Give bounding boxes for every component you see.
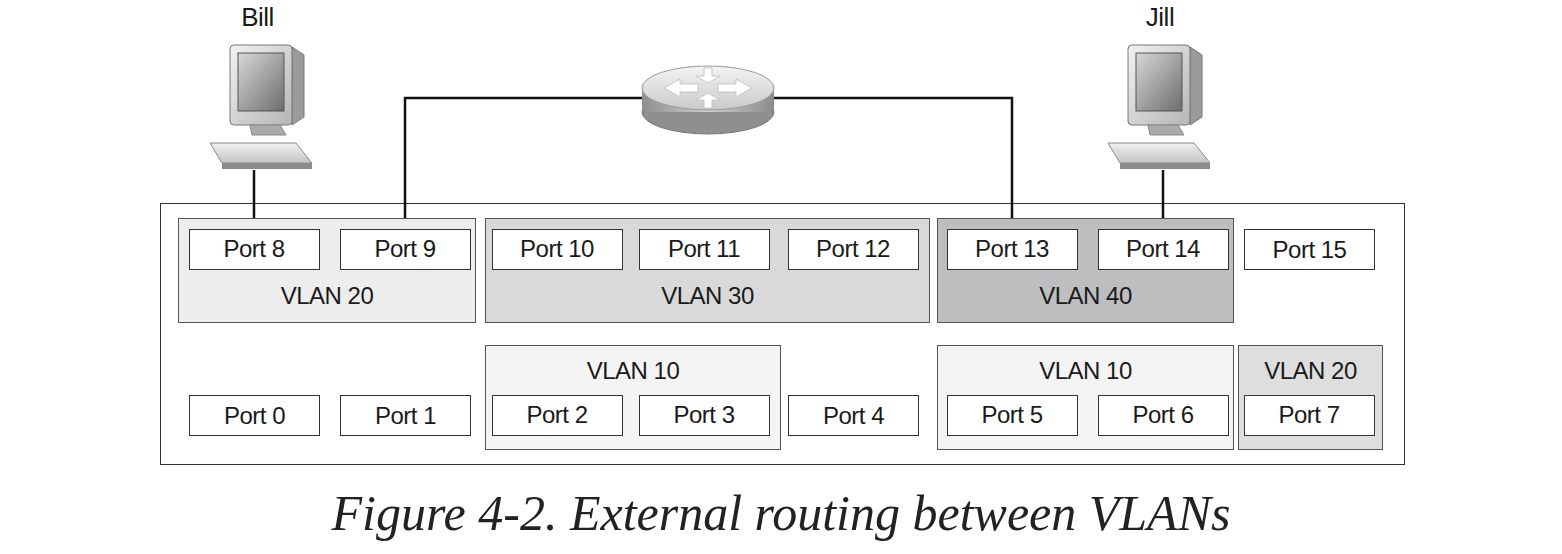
port-label: Port 1	[375, 402, 436, 430]
switch-port: Port 8	[189, 229, 320, 270]
switch-port: Port 15	[1244, 229, 1375, 270]
vlan-label: VLAN 40	[1039, 282, 1132, 310]
vlan-label: VLAN 20	[281, 282, 374, 310]
port-label: Port 0	[224, 402, 285, 430]
port-label: Port 15	[1273, 236, 1347, 264]
vlan-group: VLAN 40 Port 13 Port 14	[937, 218, 1234, 323]
router-icon	[642, 66, 774, 134]
vlan-group: VLAN 30 Port 10 Port 11 Port 12	[485, 218, 930, 323]
vlan-label: VLAN 30	[661, 282, 754, 310]
vlan-group: VLAN 10 Port 5 Port 6	[937, 345, 1234, 450]
vlan-label-area: VLAN 20	[179, 270, 475, 322]
port-label: Port 13	[975, 235, 1049, 263]
port-label: Port 14	[1126, 235, 1200, 263]
user-workstation: Bill	[205, 0, 310, 170]
switch-port: Port 2	[492, 395, 623, 436]
switch-port: Port 3	[639, 395, 770, 436]
switch-port: Port 9	[340, 229, 471, 270]
port-label: Port 8	[223, 235, 284, 263]
switch-port: Port 4	[788, 395, 919, 436]
port-label: Port 10	[520, 235, 594, 263]
switch-port: Port 5	[947, 395, 1078, 436]
switch-port: Port 6	[1098, 395, 1229, 436]
switch-port: Port 12	[788, 229, 919, 270]
user-workstation: Jill	[1105, 0, 1215, 170]
vlan-group: VLAN 20 Port 8 Port 9	[178, 218, 476, 323]
vlan-label-area: VLAN 20	[1239, 346, 1382, 396]
vlan-group: VLAN 20 Port 7	[1238, 345, 1383, 450]
vlan-label-area: VLAN 10	[938, 346, 1233, 396]
switch-port: Port 11	[639, 229, 770, 270]
computer-icon	[210, 45, 312, 169]
switch-port: Port 10	[492, 229, 623, 270]
port-label: Port 7	[1278, 401, 1339, 429]
switch-port: Port 13	[947, 229, 1078, 270]
switch-port: Port 14	[1098, 229, 1229, 270]
vlan-group: VLAN 10Port 2 Port 3	[485, 345, 781, 450]
port-label: Port 6	[1132, 401, 1193, 429]
port-label: Port 2	[526, 401, 587, 429]
port-label: Port 4	[823, 402, 884, 430]
vlan-label-area: VLAN 40	[938, 270, 1233, 322]
user-name: Bill	[241, 0, 274, 34]
vlan-label: VLAN 10	[1039, 357, 1132, 385]
vlan-label: VLAN 10	[587, 357, 680, 385]
switch-port: Port 1	[340, 395, 471, 436]
port-label: Port 9	[374, 235, 435, 263]
port-label: Port 3	[673, 401, 734, 429]
figure-caption: Figure 4-2. External routing between VLA…	[0, 484, 1562, 542]
port-label: Port 11	[668, 235, 740, 263]
vlan-label-area: VLAN 10	[486, 346, 780, 396]
vlan-label: VLAN 20	[1264, 357, 1357, 385]
vlan-label-area: VLAN 30	[486, 270, 929, 322]
port-label: Port 5	[981, 401, 1042, 429]
port-label: Port 12	[816, 235, 890, 263]
switch-port: Port 7	[1244, 395, 1375, 436]
computer-icon	[1108, 45, 1210, 169]
user-name: Jill	[1146, 0, 1174, 34]
switch-port: Port 0	[189, 395, 320, 436]
